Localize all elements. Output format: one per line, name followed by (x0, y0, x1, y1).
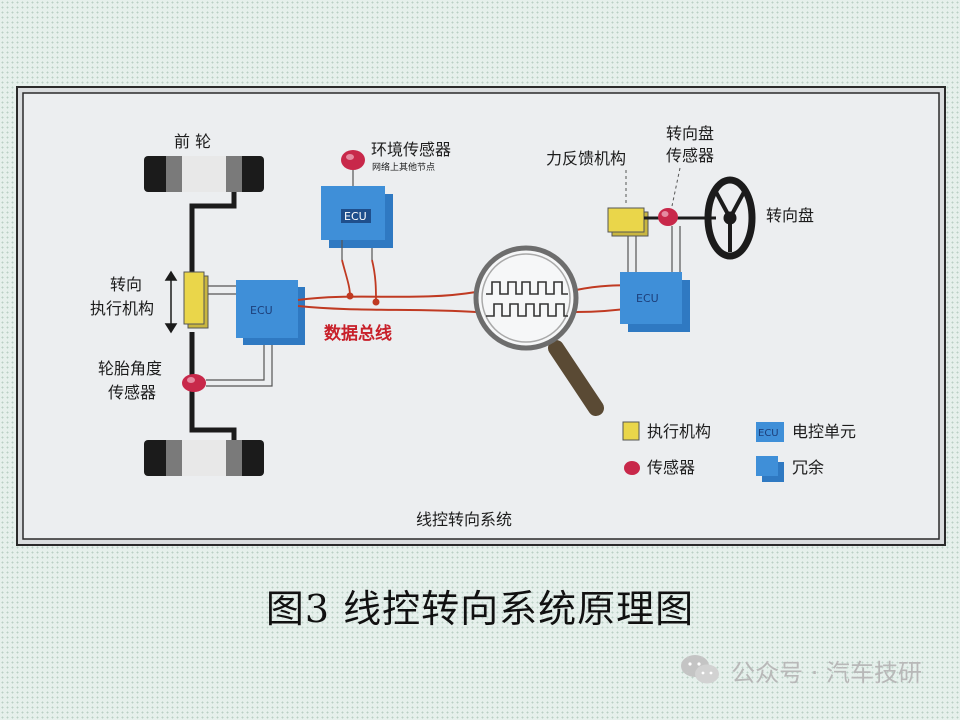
legend-sensor-swatch (624, 461, 640, 475)
legend-redundant-swatch (756, 456, 778, 476)
right-ecu-label: ECU (636, 292, 659, 305)
legend-item-redundant: 冗余 (756, 456, 824, 482)
data-bus-nodes (346, 292, 380, 306)
magnifier-icon (473, 245, 604, 416)
legend-ecu-swatch (756, 422, 784, 442)
left-ecu-wires (206, 285, 273, 387)
legend-item-ecu: ECU 电控单元 (756, 422, 856, 442)
legend-item-actuator: 执行机构 (622, 421, 711, 441)
steering-wheel-icon (704, 176, 756, 260)
watermark-text: 公众号 · 汽车技研 (731, 658, 922, 687)
actuator-label-line2: 执行机构 (90, 299, 154, 318)
tire-sensor-label-line1: 轮胎角度 (98, 359, 162, 378)
figure-caption: 图3 线控转向系统原理图 (265, 587, 695, 631)
legend: 执行机构 ECU 电控单元 传感器 冗余 (622, 421, 856, 482)
force-feedback-actuator-icon (607, 207, 649, 237)
steer-by-wire-diagram: 前 轮 转向 执行机构 轮胎角度 传感器 ECU 环境传感器 网络上其他节点 (16, 86, 946, 546)
env-ecu-icon: ECU (321, 186, 393, 248)
env-sensor-icon (341, 150, 365, 170)
left-ecu-label: ECU (250, 304, 273, 317)
data-bus-label: 数据总线 (324, 323, 392, 344)
front-wheel-top (144, 156, 264, 192)
actuator-label-line1: 转向 (110, 275, 142, 294)
legend-ecu-label: 电控单元 (792, 422, 856, 441)
diagram-svg: 前 轮 转向 执行机构 轮胎角度 传感器 ECU 环境传感器 网络上其他节点 (16, 86, 946, 546)
front-wheel-bottom (144, 440, 264, 476)
env-sensor-label: 环境传感器 (371, 140, 451, 159)
force-feedback-label: 力反馈机构 (546, 149, 626, 168)
system-title: 线控转向系统 (416, 510, 512, 529)
env-ecu-wires (341, 240, 373, 260)
legend-item-sensor: 传感器 (624, 458, 695, 477)
front-wheel-label: 前 轮 (174, 132, 211, 151)
legend-actuator-swatch (622, 421, 640, 441)
tire-angle-sensor-icon (182, 374, 206, 392)
steering-wheel-label: 转向盘 (766, 206, 814, 225)
right-ecu-icon: ECU (620, 272, 690, 332)
legend-ecu-swatch-text: ECU (758, 428, 779, 439)
wheel-sensor-icon (658, 208, 678, 226)
actuator-motion-arrow-icon (164, 270, 178, 334)
front-actuator-icon (183, 271, 209, 329)
env-ecu-label: ECU (344, 210, 367, 223)
wheel-sensor-label-line1: 转向盘 (666, 124, 714, 143)
wheel-sensor-pointer (671, 167, 681, 207)
legend-sensor-label: 传感器 (647, 458, 695, 477)
left-ecu-icon: ECU (236, 280, 305, 345)
wheel-sensor-label-line2: 传感器 (666, 146, 714, 165)
watermark: 公众号 · 汽车技研 (679, 652, 922, 688)
tire-sensor-label-line2: 传感器 (108, 383, 156, 402)
right-ecu-wires (627, 226, 681, 272)
legend-actuator-label: 执行机构 (647, 422, 711, 441)
legend-redundant-label: 冗余 (792, 458, 824, 477)
env-sensor-sublabel: 网络上其他节点 (372, 161, 435, 173)
wechat-icon (681, 655, 720, 684)
